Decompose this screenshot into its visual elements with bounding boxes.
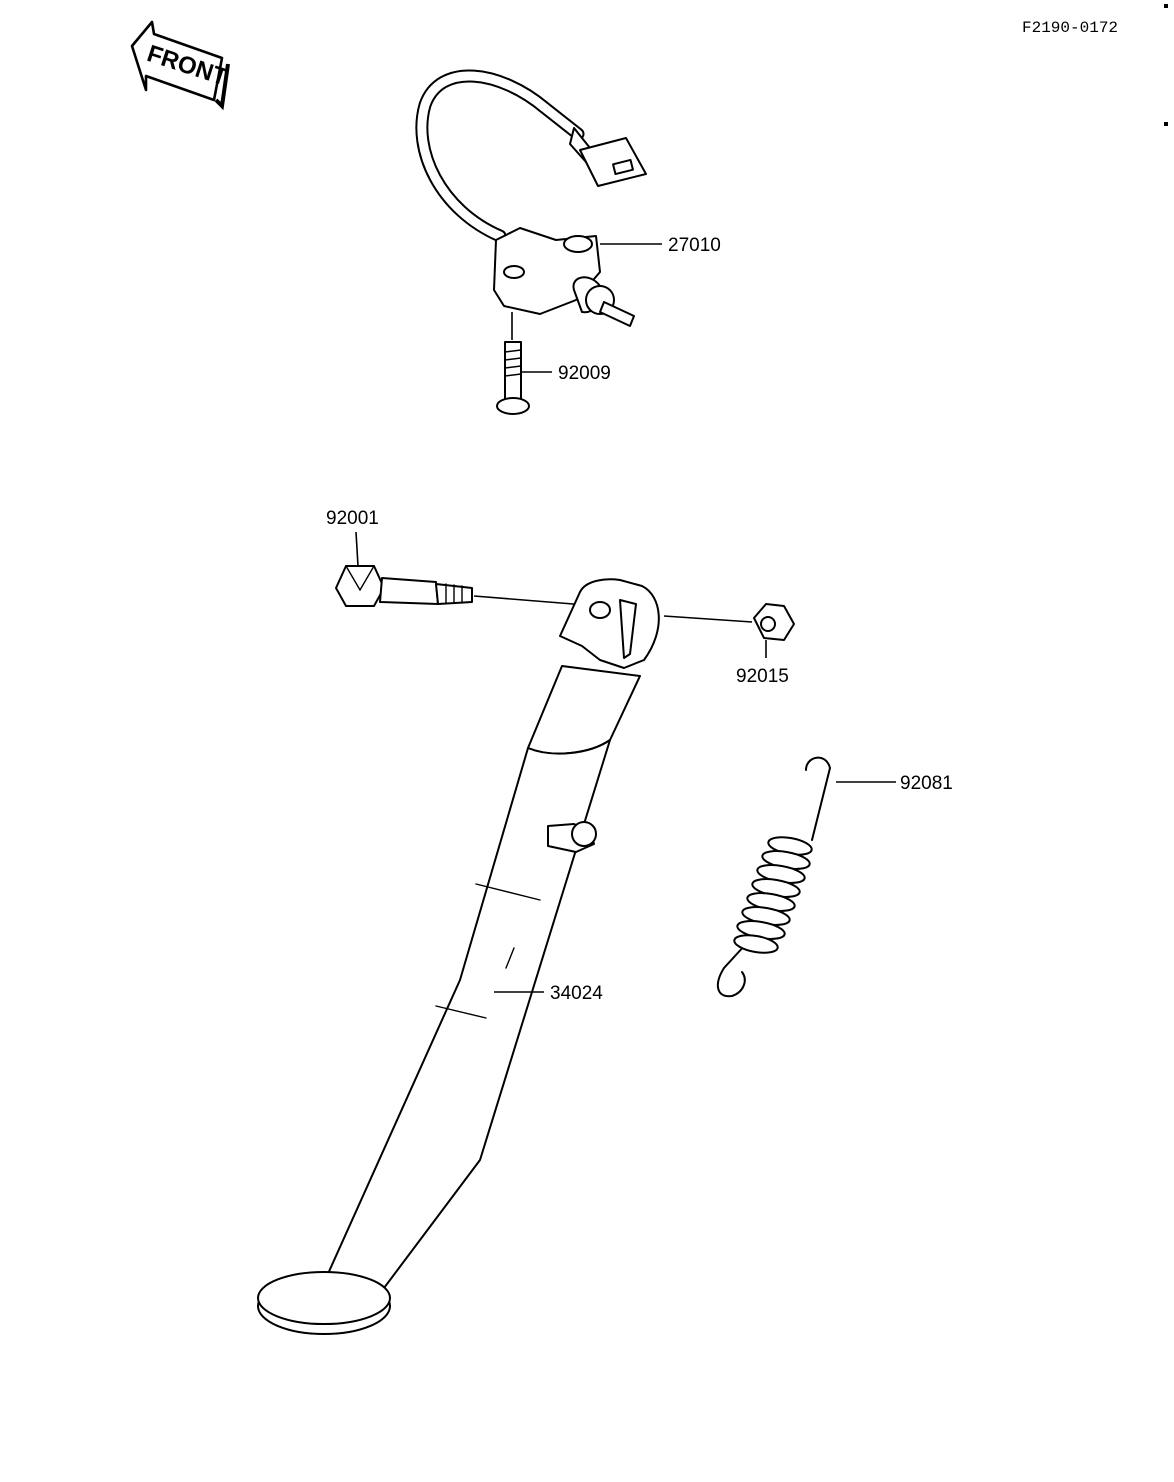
part-label-92009: 92009 (558, 363, 611, 384)
bolt-92001 (335, 565, 473, 607)
screw-92009 (496, 312, 530, 415)
front-arrow-icon: FRONT (130, 20, 231, 111)
part-label-92081: 92081 (900, 773, 953, 794)
side-stand-34024 (257, 578, 660, 1335)
part-label-92001: 92001 (326, 508, 379, 529)
margin-mark-top (1164, 4, 1168, 8)
part-label-34024: 34024 (550, 983, 603, 1004)
nut-92015 (753, 603, 795, 641)
side-stand-switch (415, 69, 647, 327)
part-label-92015: 92015 (736, 666, 789, 687)
spring-92081 (716, 756, 832, 998)
diagram-code: F2190-0172 (1022, 19, 1118, 37)
part-label-27010: 27010 (668, 235, 721, 256)
margin-mark-mid (1164, 122, 1168, 126)
